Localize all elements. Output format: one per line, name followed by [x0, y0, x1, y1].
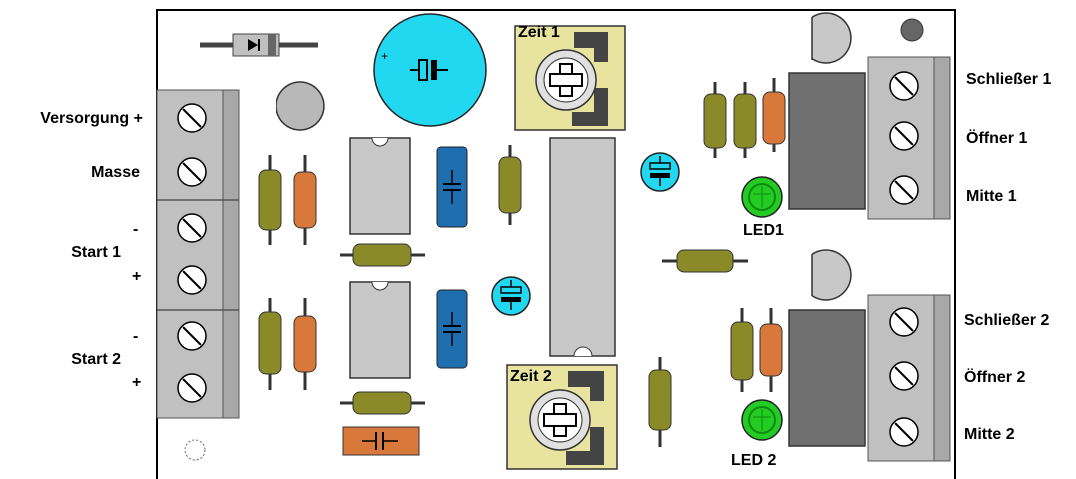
- resistor-r7: [498, 145, 522, 225]
- resistor-r10: [703, 82, 727, 158]
- left-terminal-block: [156, 89, 240, 419]
- right-terminal-block-2: [867, 294, 951, 462]
- svg-text:+: +: [381, 49, 388, 63]
- resistor-r5: [340, 243, 425, 267]
- label-schliesser1: Schließer 1: [966, 71, 1052, 88]
- transistor-right-1: [800, 12, 852, 64]
- relay-2: [788, 309, 866, 447]
- electrolytic-capacitor-small-1: [491, 276, 531, 316]
- ic-main: [549, 137, 616, 357]
- electrolytic-capacitor-small-2: [640, 152, 680, 192]
- label-oeffner2: Öffner 2: [964, 369, 1026, 386]
- label-oeffner1: Öffner 1: [966, 130, 1028, 147]
- resistor-r14: [759, 308, 783, 392]
- label-start2-plus: +: [132, 374, 142, 391]
- label-start1-minus: -: [133, 221, 139, 238]
- ic-2: [349, 281, 411, 379]
- led-1: [741, 176, 783, 218]
- capacitor-blue-2: [436, 289, 468, 369]
- electrolytic-capacitor-large: +: [373, 13, 487, 127]
- diode: [200, 33, 318, 57]
- resistor-r2: [293, 155, 317, 245]
- resistor-r3: [258, 298, 282, 390]
- label-zeit2: Zeit 2: [510, 368, 552, 385]
- label-led1: LED1: [743, 222, 784, 239]
- label-masse: Masse: [91, 164, 140, 181]
- label-mitte2: Mitte 2: [964, 426, 1015, 443]
- resistor-r12: [762, 78, 786, 152]
- relay-1: [788, 72, 866, 210]
- led-2: [741, 399, 783, 441]
- right-terminal-block-1: [867, 56, 951, 220]
- capacitor-orange: [342, 426, 420, 456]
- fiducial-dot: [900, 18, 924, 42]
- label-schliesser2: Schließer 2: [964, 312, 1050, 329]
- capacitor-blue-1: [436, 146, 468, 228]
- ic-1: [349, 137, 411, 235]
- potentiometer-2: [506, 364, 618, 470]
- resistor-r1: [258, 155, 282, 245]
- potentiometer-1: [514, 25, 626, 131]
- transistor-left: [269, 81, 325, 131]
- resistor-r8: [648, 357, 672, 447]
- resistor-r13: [730, 308, 754, 392]
- label-start2: Start 2: [71, 351, 121, 368]
- label-start1: Start 1: [71, 244, 121, 261]
- resistor-r11: [733, 82, 757, 158]
- resistor-r4: [293, 298, 317, 390]
- resistor-r6: [340, 391, 425, 415]
- label-start2-minus: -: [133, 328, 139, 345]
- label-start1-plus: +: [132, 268, 142, 285]
- mounting-hole: [184, 439, 206, 461]
- label-led2: LED 2: [731, 452, 777, 469]
- resistor-r9: [662, 249, 748, 273]
- transistor-right-2: [800, 249, 852, 301]
- label-versorgung: Versorgung +: [40, 110, 143, 127]
- label-zeit1: Zeit 1: [518, 24, 560, 41]
- label-mitte1: Mitte 1: [966, 188, 1017, 205]
